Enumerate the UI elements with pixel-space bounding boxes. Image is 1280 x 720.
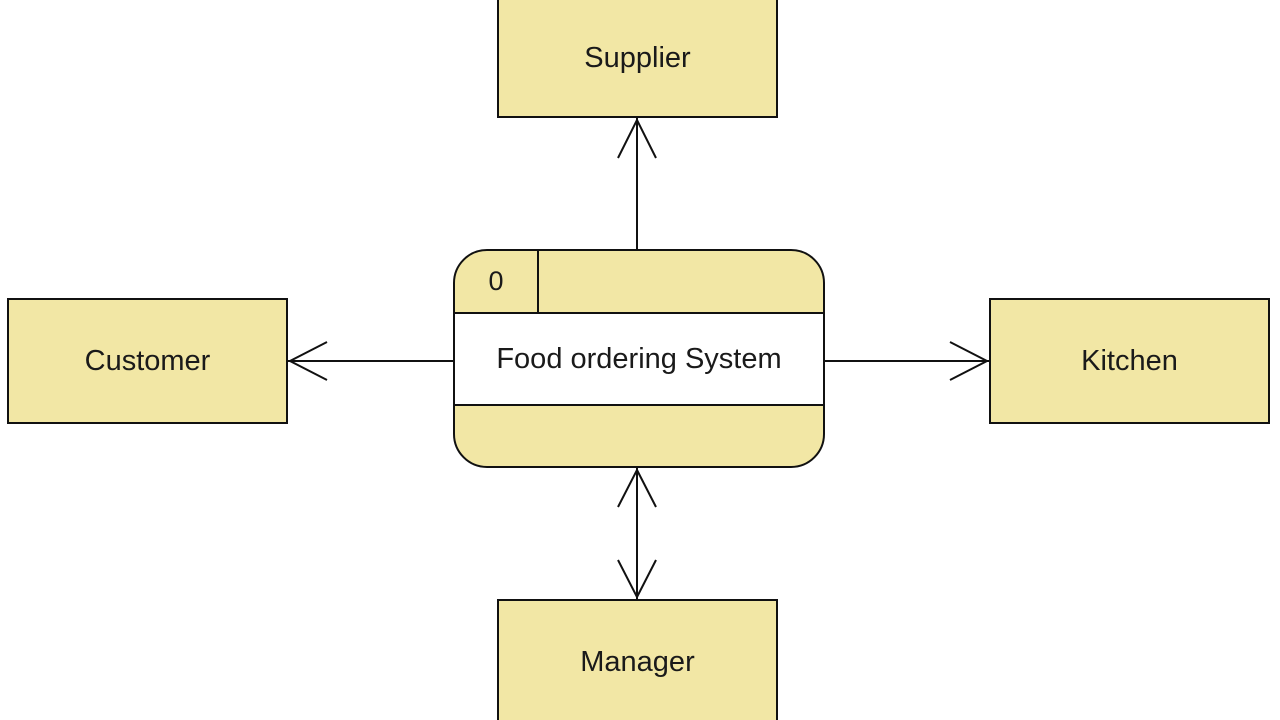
process-id: 0 bbox=[455, 251, 539, 312]
flow-process-manager bbox=[617, 467, 657, 600]
arrowhead-process-end bbox=[617, 467, 657, 508]
arrowhead-kitchen bbox=[949, 341, 990, 381]
entity-manager-label: Manager bbox=[580, 645, 695, 678]
arrowhead-manager bbox=[617, 559, 657, 600]
entity-customer: Customer bbox=[7, 298, 288, 424]
arrowhead-customer bbox=[287, 341, 328, 381]
entity-kitchen: Kitchen bbox=[989, 298, 1270, 424]
flow-process-to-supplier bbox=[617, 117, 657, 249]
flow-process-to-customer bbox=[287, 341, 453, 381]
entity-manager: Manager bbox=[497, 599, 778, 720]
entity-customer-label: Customer bbox=[84, 344, 211, 377]
process-name: Food ordering System bbox=[496, 342, 782, 375]
flow-process-to-kitchen bbox=[825, 341, 990, 381]
entity-supplier-label: Supplier bbox=[584, 41, 691, 74]
entity-supplier: Supplier bbox=[497, 0, 778, 118]
arrowhead-supplier bbox=[617, 117, 657, 159]
process-food-ordering-system: 0 Food ordering System bbox=[453, 249, 825, 468]
entity-kitchen-label: Kitchen bbox=[1081, 344, 1178, 377]
process-name-band: Food ordering System bbox=[455, 312, 823, 406]
